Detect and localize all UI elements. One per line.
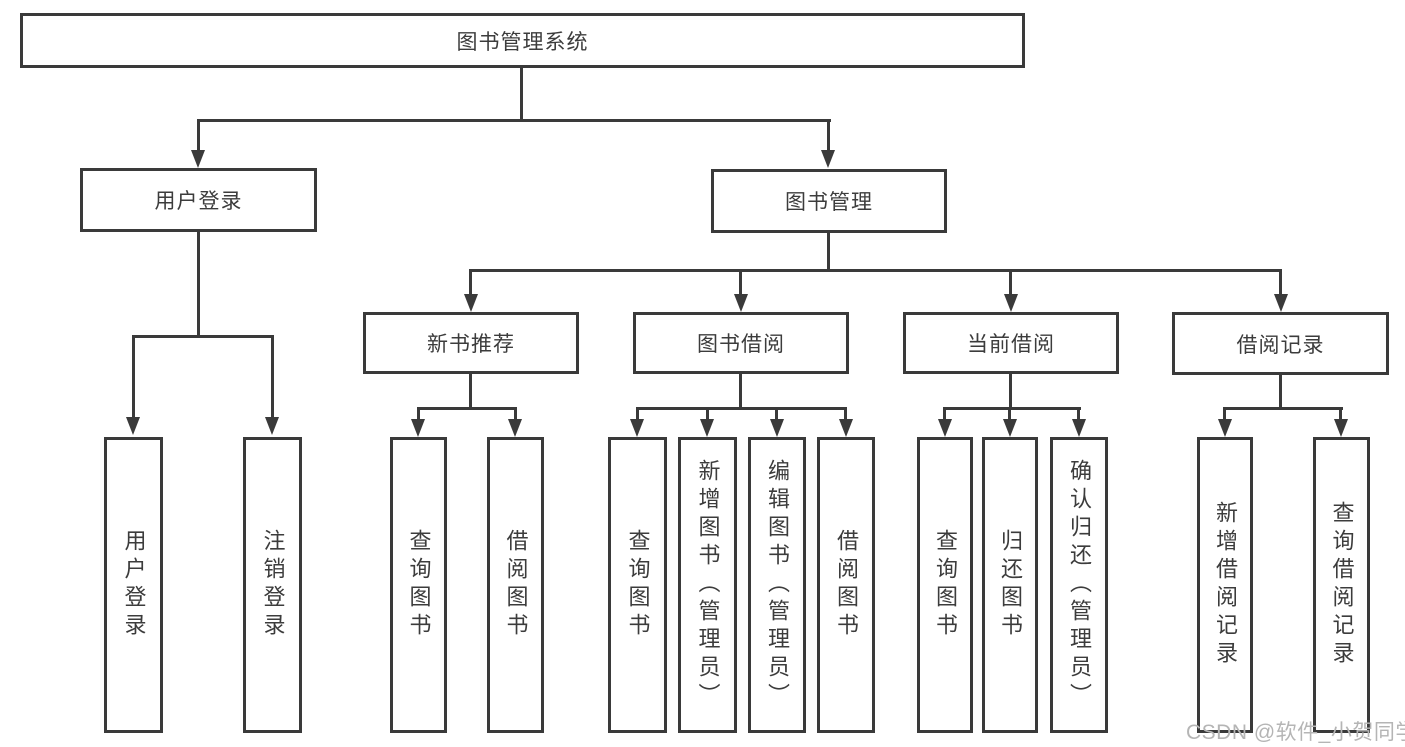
connector-line: [469, 269, 472, 296]
arrowhead-icon: [630, 419, 644, 437]
connector-line: [417, 407, 517, 410]
leaf-add-borrow-record: 新增借阅记录: [1197, 437, 1253, 733]
connector-line: [1279, 269, 1282, 296]
connector-line: [197, 119, 200, 151]
leaf-label: 确认归还（管理员）: [1067, 459, 1092, 711]
connector-line: [1009, 374, 1012, 409]
connector-line: [827, 233, 830, 272]
leaf-label: 归还图书: [998, 529, 1023, 641]
connector-line: [1223, 407, 1226, 419]
leaf-label: 查询借阅记录: [1329, 501, 1355, 669]
node-label: 当前借阅: [967, 333, 1055, 356]
leaf-label: 用户登录: [121, 529, 147, 641]
leaf-borrow-books-recommend: 借阅图书: [487, 437, 544, 733]
connector-line: [417, 407, 420, 419]
arrowhead-icon: [126, 417, 140, 435]
leaf-confirm-return-admin: 确认归还（管理员）: [1050, 437, 1108, 733]
node-label: 图书借阅: [697, 333, 785, 356]
connector-line: [1077, 407, 1080, 419]
csdn-watermark: CSDN @软件_小贺同学: [1186, 721, 1405, 744]
connector-line: [132, 335, 274, 338]
connector-line: [1339, 407, 1342, 419]
arrowhead-icon: [839, 419, 853, 437]
connector-line: [844, 407, 847, 419]
arrowhead-icon: [770, 419, 784, 437]
connector-line: [943, 407, 946, 419]
leaf-label: 新增借阅记录: [1213, 501, 1238, 669]
connector-line: [1223, 407, 1343, 410]
leaf-query-books-recommend: 查询图书: [390, 437, 447, 733]
connector-line: [827, 119, 830, 151]
arrowhead-icon: [191, 150, 205, 168]
leaf-edit-books-admin: 编辑图书（管理员）: [748, 437, 806, 733]
arrowhead-icon: [1218, 419, 1232, 437]
connector-line: [636, 407, 847, 410]
connector-line: [197, 232, 200, 337]
leaf-label: 查询图书: [625, 529, 651, 641]
leaf-label: 新增图书（管理员）: [695, 459, 721, 711]
arrowhead-icon: [1274, 294, 1288, 312]
arrowhead-icon: [1003, 419, 1017, 437]
leaf-label: 借阅图书: [503, 529, 529, 641]
connector-line: [514, 407, 517, 419]
node-label: 新书推荐: [427, 333, 515, 356]
node-label: 图书管理系统: [456, 30, 589, 54]
leaf-return-books: 归还图书: [982, 437, 1038, 733]
leaf-label: 查询图书: [933, 529, 958, 641]
connector-line: [943, 407, 1081, 410]
connector-line: [469, 374, 472, 409]
arrowhead-icon: [1334, 419, 1348, 437]
connector-line: [520, 68, 523, 122]
node-label: 用户登录: [154, 190, 243, 213]
connector-line: [197, 119, 831, 122]
leaf-logout: 注销登录: [243, 437, 302, 733]
leaf-label: 编辑图书（管理员）: [765, 459, 790, 711]
arrowhead-icon: [508, 419, 522, 437]
arrowhead-icon: [734, 294, 748, 312]
connector-line: [132, 335, 135, 417]
connector-line: [1279, 375, 1282, 409]
leaf-borrow-books: 借阅图书: [817, 437, 875, 733]
connector-line: [706, 407, 709, 419]
arrowhead-icon: [938, 419, 952, 437]
node-user-login: 用户登录: [80, 168, 317, 232]
leaf-query-books-current: 查询图书: [917, 437, 973, 733]
leaf-add-books-admin: 新增图书（管理员）: [678, 437, 737, 733]
leaf-label: 借阅图书: [834, 529, 859, 641]
leaf-user-login: 用户登录: [104, 437, 163, 733]
connector-line: [739, 374, 742, 409]
node-label: 借阅记录: [1236, 333, 1325, 357]
connector-line: [775, 407, 778, 419]
connector-line: [636, 407, 639, 419]
arrowhead-icon: [1072, 419, 1086, 437]
leaf-query-books-borrow: 查询图书: [608, 437, 667, 733]
connector-line: [1009, 269, 1012, 296]
node-book-borrowing: 图书借阅: [633, 312, 849, 374]
node-new-book-recommend: 新书推荐: [363, 312, 579, 374]
node-label: 图书管理: [785, 191, 873, 214]
arrowhead-icon: [411, 419, 425, 437]
node-current-borrowing: 当前借阅: [903, 312, 1119, 374]
arrowhead-icon: [265, 417, 279, 435]
arrowhead-icon: [700, 419, 714, 437]
leaf-label: 查询图书: [406, 529, 432, 641]
node-borrowing-records: 借阅记录: [1172, 312, 1389, 375]
arrowhead-icon: [821, 150, 835, 168]
connector-line: [1008, 407, 1011, 419]
connector-line: [271, 335, 274, 417]
connector-line: [469, 269, 1282, 272]
arrowhead-icon: [1004, 294, 1018, 312]
leaf-query-borrow-record: 查询借阅记录: [1313, 437, 1370, 733]
leaf-label: 注销登录: [260, 529, 286, 641]
arrowhead-icon: [464, 294, 478, 312]
connector-line: [739, 269, 742, 296]
node-book-management: 图书管理: [711, 169, 947, 233]
node-library-management-system: 图书管理系统: [20, 13, 1025, 68]
